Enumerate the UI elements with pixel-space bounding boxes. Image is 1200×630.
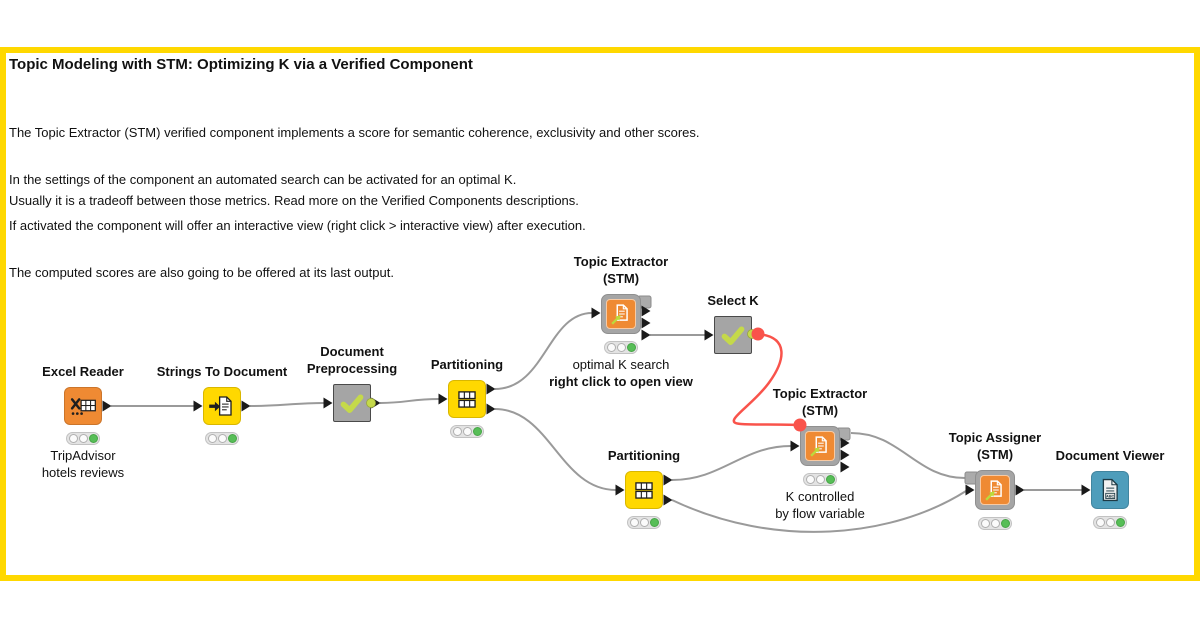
status-dot-off [980,519,990,528]
partitioning-icon [449,381,485,417]
status-dot-on [649,518,659,527]
docviewer-icon [1092,472,1128,508]
topic-extractor-2-traffic-light [803,473,837,486]
node-topic-extractor-2[interactable] [800,426,840,466]
status-dot-off [462,427,472,436]
status-dot-off [616,343,626,352]
node-topic-assigner[interactable] [975,470,1015,510]
topic-extractor-2-label: Topic Extractor(STM) [772,386,868,418]
status-dot-on [88,434,98,443]
status-dot-off [990,519,1000,528]
status-dot-on [472,427,482,436]
compdoc-icon [806,432,834,460]
annotation-footer: Usually it is a tradeoff between those m… [9,193,579,208]
node-topic-extractor-1[interactable] [601,294,641,334]
strings-to-document-traffic-light [205,432,239,445]
topic-assigner-traffic-light [978,517,1012,530]
annotation-body: The Topic Extractor (STM) verified compo… [9,94,700,311]
excel-reader-traffic-light [66,432,100,445]
topic-extractor-1-label: Topic Extractor(STM) [573,254,669,286]
status-dot-off [217,434,227,443]
node-strings-to-document[interactable] [203,387,241,425]
strings-to-document-label: Strings To Document [156,364,288,379]
status-dot-off [78,434,88,443]
status-dot-off [805,475,815,484]
status-dot-off [639,518,649,527]
status-dot-on [1115,518,1125,527]
annotation-body-line: The computed scores are also going to be… [9,264,394,280]
compdoc-icon [607,300,635,328]
topic-extractor-1-inner [606,299,636,329]
annotation-title: Topic Modeling with STM: Optimizing K vi… [9,56,473,73]
document-viewer-label: Document Viewer [1055,448,1165,463]
topic-extractor-2-inner [805,431,835,461]
status-dot-on [227,434,237,443]
status-dot-on [626,343,636,352]
status-dot-off [207,434,217,443]
status-dot-on [1000,519,1010,528]
topic-extractor-1-traffic-light [604,341,638,354]
check-icon [715,317,751,353]
partitioning-1-label: Partitioning [430,357,504,372]
node-document-preprocessing[interactable] [333,384,371,422]
status-dot-off [1095,518,1105,527]
status-dot-off [452,427,462,436]
partitioning-2-label: Partitioning [607,448,681,463]
partitioning-icon [626,472,662,508]
partitioning-2-traffic-light [627,516,661,529]
status-dot-off [68,434,78,443]
status-dot-off [629,518,639,527]
partitioning-1-traffic-light [450,425,484,438]
excel-reader-label: Excel Reader [42,364,124,379]
topic-assigner-inner [980,475,1010,505]
excel-icon [65,388,101,424]
status-dot-off [815,475,825,484]
node-partitioning-1[interactable] [448,380,486,418]
check-icon [334,385,370,421]
select-k-label: Select K [707,293,759,308]
annotation-body-line: If activated the component will offer an… [9,218,586,233]
annotation-body-line: In the settings of the component an auto… [9,171,517,187]
node-document-viewer[interactable] [1091,471,1129,509]
status-dot-off [1105,518,1115,527]
compdoc-icon [981,476,1009,504]
annotation-body-line: The Topic Extractor (STM) verified compo… [9,125,700,140]
topic-assigner-label: Topic Assigner(STM) [948,430,1042,462]
status-dot-off [606,343,616,352]
node-select-k[interactable] [714,316,752,354]
node-excel-reader[interactable] [64,387,102,425]
str2doc-icon [204,388,240,424]
node-partitioning-2[interactable] [625,471,663,509]
status-dot-on [825,475,835,484]
document-viewer-traffic-light [1093,516,1127,529]
